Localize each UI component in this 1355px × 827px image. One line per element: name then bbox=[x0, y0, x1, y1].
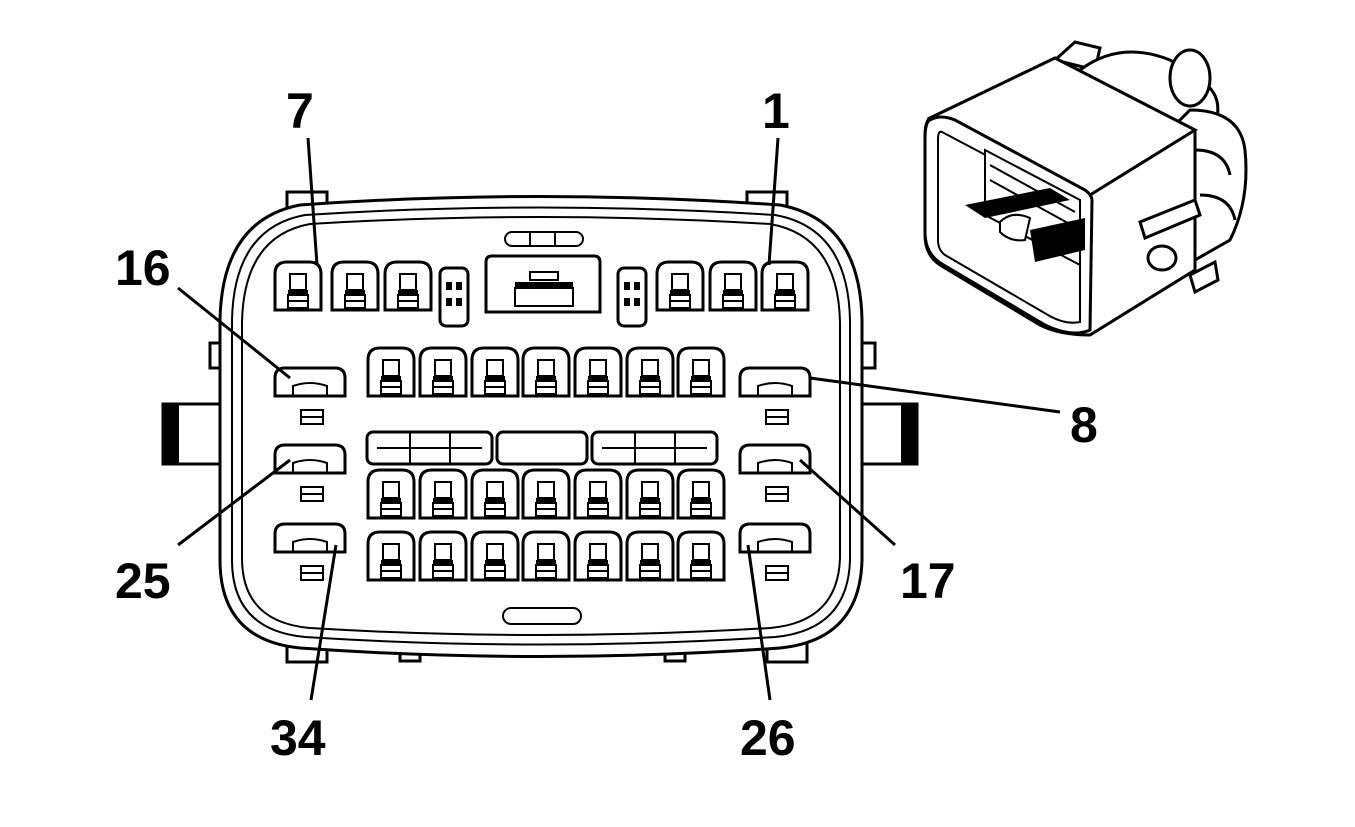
leader-lines bbox=[177, 137, 1061, 701]
terminal-cavity-top-right-2 bbox=[708, 260, 758, 312]
terminal-cavity-row3-6 bbox=[625, 468, 675, 520]
label-pin-7: 7 bbox=[286, 83, 314, 139]
terminal-cavity-row2-6 bbox=[625, 346, 675, 398]
label-pin-1: 1 bbox=[762, 83, 790, 139]
terminal-cavity-top-right-1 bbox=[655, 260, 705, 312]
terminal-cavity-row3-5 bbox=[573, 468, 623, 520]
terminal-cavity-row4-7 bbox=[676, 530, 726, 582]
terminal-cavity-row2-1 bbox=[366, 346, 416, 398]
terminal-cavity-row4-1 bbox=[366, 530, 416, 582]
terminal-cavity-top-right-3 bbox=[760, 260, 810, 312]
terminal-cavity-row2-5 bbox=[573, 346, 623, 398]
terminal-cavity-row4-5 bbox=[573, 530, 623, 582]
terminal-cavity-row3-4 bbox=[521, 468, 571, 520]
label-pin-8: 8 bbox=[1070, 397, 1098, 453]
terminal-cavity-row4-6 bbox=[625, 530, 675, 582]
terminal-cavity-row3-3 bbox=[470, 468, 520, 520]
terminal-cavity-row4-2 bbox=[418, 530, 468, 582]
terminal-cavity-top-left-3 bbox=[383, 260, 433, 312]
terminal-cavity-row3-2 bbox=[418, 468, 468, 520]
terminal-cavity-row2-4 bbox=[521, 346, 571, 398]
label-pin-26: 26 bbox=[740, 710, 796, 766]
terminal-cavity-row3-7 bbox=[676, 468, 726, 520]
label-pin-34: 34 bbox=[270, 710, 326, 766]
terminal-cavity-row2-2 bbox=[418, 346, 468, 398]
center-features bbox=[365, 254, 719, 466]
label-pin-17: 17 bbox=[900, 553, 956, 609]
terminal-cavity-top-left-1 bbox=[273, 260, 323, 312]
terminal-cavity-row4-4 bbox=[521, 530, 571, 582]
terminal-cavity-row3-1 bbox=[366, 468, 416, 520]
terminal-cavity-row4-3 bbox=[470, 530, 520, 582]
terminal-cavity-row2-7 bbox=[676, 346, 726, 398]
terminal-cavity-top-left-2 bbox=[330, 260, 380, 312]
terminal-cavity-row2-3 bbox=[470, 346, 520, 398]
pin-labels: 7 1 16 8 25 17 34 26 bbox=[115, 83, 1098, 766]
label-pin-16: 16 bbox=[115, 240, 171, 296]
connector-3d-view bbox=[923, 40, 1248, 337]
label-pin-25: 25 bbox=[115, 553, 171, 609]
